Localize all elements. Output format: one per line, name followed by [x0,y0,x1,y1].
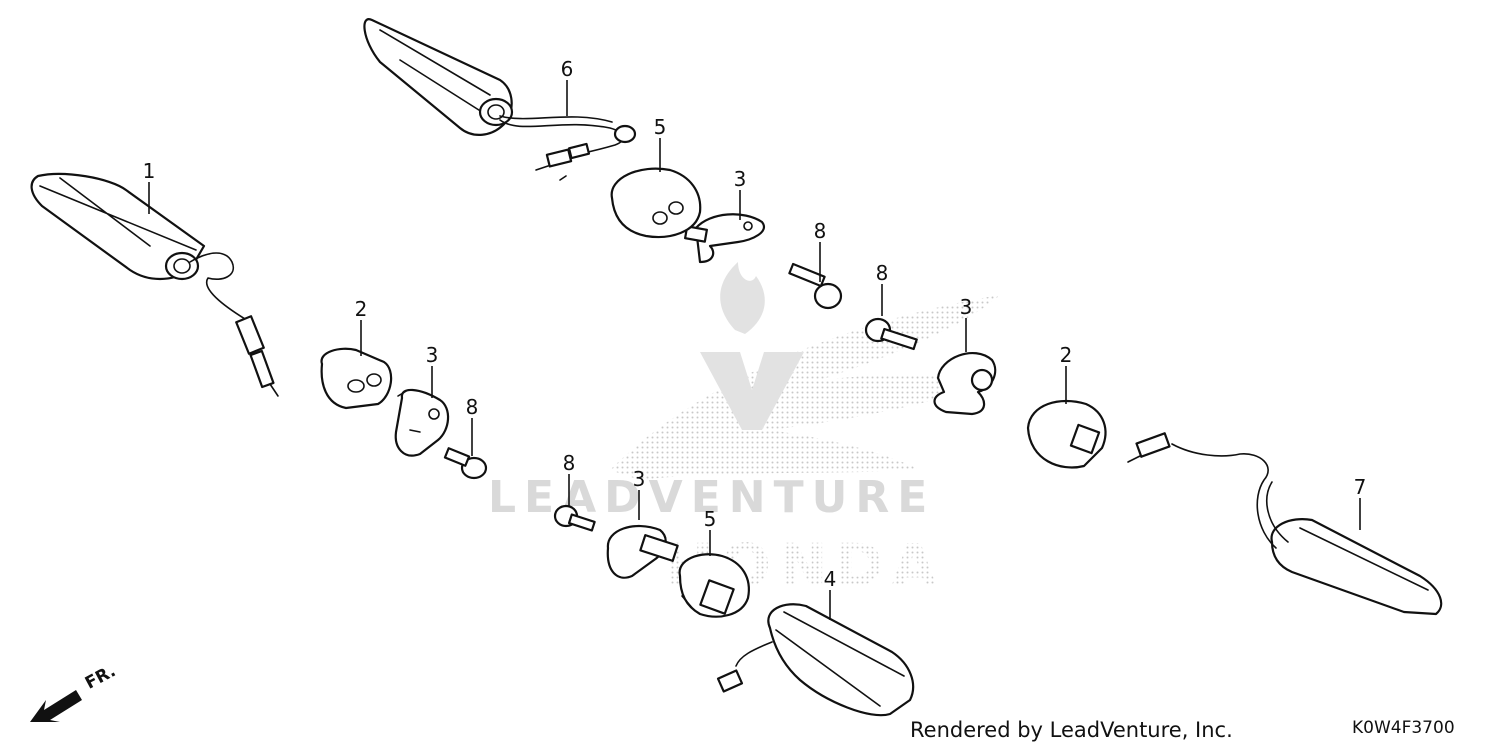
leadventure-v-icon [700,352,804,430]
part-8-screw-a [443,447,488,480]
callout-3-a: 3 [426,343,439,367]
part-5-grommet-lower [678,553,750,618]
render-credit: Rendered by LeadVenture, Inc. [910,718,1233,742]
part-2-socket-left [320,347,393,410]
callout-3-b: 3 [734,167,747,191]
callout-5-upper: 5 [654,115,667,139]
callout-3-c: 3 [960,295,973,319]
callout-labels: 1 2 2 3 3 3 3 4 5 5 6 7 8 8 8 8 [143,57,1367,591]
callout-1: 1 [143,159,156,183]
watermark: LEADVENTURE HONDA [488,262,1000,599]
part-6-turn-signal [363,18,637,181]
callout-8-d: 8 [563,451,576,475]
callout-5-lower: 5 [704,507,717,531]
callout-2-left: 2 [355,297,368,321]
callout-2-right: 2 [1060,343,1073,367]
callout-6: 6 [561,57,574,81]
part-8-screw-d [553,504,596,532]
part-8-screw-b [788,262,843,310]
part-3-plate-a [394,388,450,457]
front-direction-arrow-icon [30,690,82,722]
leadventure-flame-icon [720,262,765,334]
callout-8-b: 8 [814,219,827,243]
callout-4: 4 [824,567,837,591]
part-4-turn-signal [716,603,915,717]
callout-7: 7 [1354,475,1367,499]
callout-8-c: 8 [876,261,889,285]
part-3-plate-b [684,213,765,264]
part-5-grommet-upper [610,167,702,238]
part-7-turn-signal [1127,432,1443,616]
callout-3-d: 3 [633,467,646,491]
part-2-socket-right [1026,400,1107,469]
part-3-plate-d [606,525,679,579]
part-3-plate-c [933,352,997,416]
part-1-turn-signal [30,172,279,397]
leader-lines [148,80,1361,620]
callout-8-a: 8 [466,395,479,419]
diagram-code: K0W4F3700 [1352,718,1455,738]
part-8-screw-c [864,317,918,351]
